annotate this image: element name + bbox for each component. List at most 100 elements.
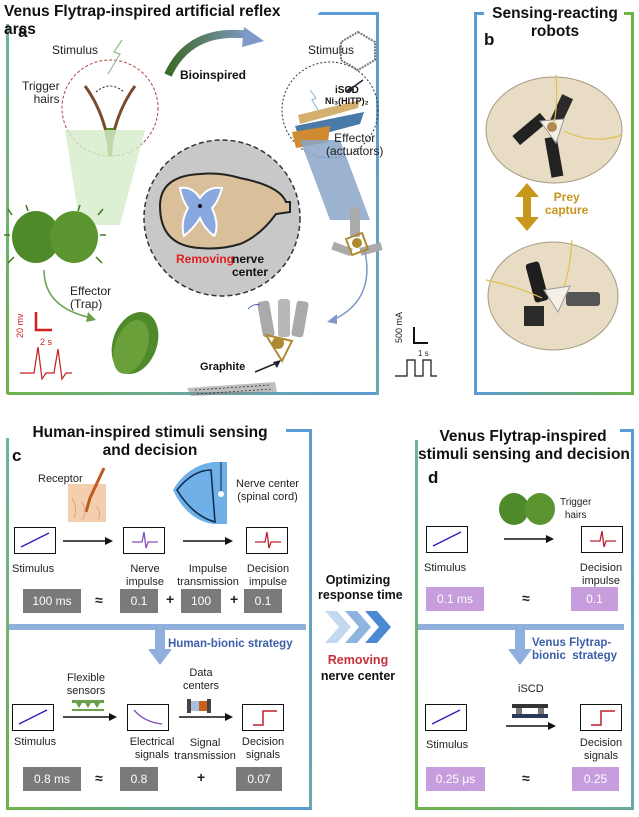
panel-c-border-right [309,429,312,810]
panel-c-letter: c [12,446,22,465]
nerve-center-label: nerve center [232,252,269,279]
down-arrow-icon [508,629,532,665]
decision-impulse-icon [590,530,616,548]
graphite-lattice-icon [187,382,277,396]
decision-signals-value: 0.07 [236,767,282,791]
removing-label: Removing [176,252,235,266]
stimulus-label: Stimulus [14,736,57,748]
plus-operator: + [230,591,239,607]
graphite-label: Graphite [200,361,246,373]
current-scale-bar [413,327,428,344]
electrical-signals-box [127,704,169,731]
data-center-resistor-icon [187,699,211,713]
venus-flytrap-open-icon [4,204,106,264]
actuation-arrow [327,251,368,324]
panel-b-letter: b [484,30,495,49]
stimulus-ramp-icon [20,532,50,548]
panel-d-border-bottom [415,807,634,810]
panel-d-border-top [620,429,634,432]
scale-time-right-label: 1 s [418,349,429,358]
step-signal-icon [591,710,615,726]
molecule-icon [340,30,376,72]
stimulus-lightning-icon [107,39,123,75]
stimulus-waveform-box [14,527,56,554]
decision-impulse-icon [255,531,281,549]
decision-impulse-label: Decision impulse [246,563,290,588]
flexible-sensor-icon [72,700,104,711]
spinal-reflex-icon [173,462,227,524]
action-potential-trace [20,346,72,381]
human-bionic-strategy-label: Human-bionic strategy [168,638,293,650]
panel-b-border-right [631,12,634,395]
total-time-value: 100 ms [23,589,81,613]
venus-flytrap-icon [499,493,555,525]
approx-operator: ≈ [522,590,530,606]
panel-a-letter: a [18,22,28,41]
data-centers-label: Data centers [182,667,220,692]
bioinspired-label: Bioinspired [180,68,247,82]
material-label: Ni₃(HITP)₂ [325,96,369,106]
impulse-transmission-label: Impulse transmission [177,563,239,588]
panel-d-border-right [631,429,634,810]
stimulus-label: Stimulus [426,739,469,751]
flexible-sensors-label: Flexible sensors [66,672,106,697]
approx-operator: ≈ [522,770,530,786]
effector-trap-arrow [43,269,96,322]
plus-operator: + [197,769,206,785]
approx-operator: ≈ [95,770,103,786]
plus-operator: + [166,591,175,607]
panel-b-border-top-right [624,12,634,15]
prey-capture-arrow [515,183,539,231]
scale-current-label: 500 mA [394,311,404,343]
effector-beam [300,140,370,220]
current-pulse-trace [395,359,437,377]
bioinspired-arrow [164,27,264,77]
arrow-right-icon [63,713,117,721]
stimulus-waveform-box [425,704,467,731]
panel-c-border-bottom [6,807,312,810]
venus-bionic-strategy-label: Venus Flytrap- bionic strategy [532,637,617,662]
panel-b-border-top [474,12,484,15]
decision-impulse-box [246,527,288,554]
arrow-right-icon [183,537,233,545]
panel-c-border-left [6,438,9,810]
effector-trap-label: Effector (Trap) [70,284,112,311]
divider-bar [418,624,624,630]
panel-a-border-right [376,12,379,395]
divider-bar [9,624,306,630]
decision-impulse-value: 0.1 [571,587,618,611]
decision-signals-box [580,704,622,731]
stimulus-waveform-box [12,704,54,731]
down-arrow-icon [148,629,172,665]
panel-b-border-left [474,12,477,395]
stimulus-waveform-box [426,526,468,553]
effector-actuators-label: Effector (actuators) [326,131,384,158]
total-time-value: 0.25 μs [426,767,485,791]
magnify-beam [65,130,145,225]
panel-d-border-left [415,440,418,810]
iscd-label: iSCD [518,683,544,695]
optimizing-response-label: Optimizing response time [318,573,403,602]
decision-impulse-value: 0.1 [244,589,282,613]
arrow-right-icon [506,722,556,730]
decision-signals-label: Decision signals [579,737,623,762]
step-signal-icon [253,710,277,726]
stimulus-ramp-icon [432,531,462,547]
decision-signals-label: Decision signals [241,736,285,761]
panel-d-title: Venus Flytrap-inspired stimuli sensing a… [418,428,630,463]
panel-a-border-left [6,24,9,394]
panel-b-title: Sensing-reacting robots [492,5,618,40]
spinal-cord-illustration [143,139,301,297]
venus-flytrap-closed-icon [111,312,159,374]
prey-capture-label: Prey capture [545,190,589,217]
decision-impulse-label: Decision impulse [579,562,623,587]
panel-a-title: Venus Flytrap-inspired artificial reflex… [4,3,281,38]
nerve-impulse-label: Nerve impulse [126,563,164,588]
stimulus-label: Stimulus [12,563,55,575]
total-time-value: 0.1 ms [426,587,484,611]
skin-receptor-icon [68,467,106,522]
nerve-center-label: Nerve center (spinal cord) [236,478,299,503]
electrical-signals-value: 0.8 [120,767,158,791]
scale-voltage-label: 20 mv [15,313,25,338]
chevron-arrows-icon [325,611,391,643]
